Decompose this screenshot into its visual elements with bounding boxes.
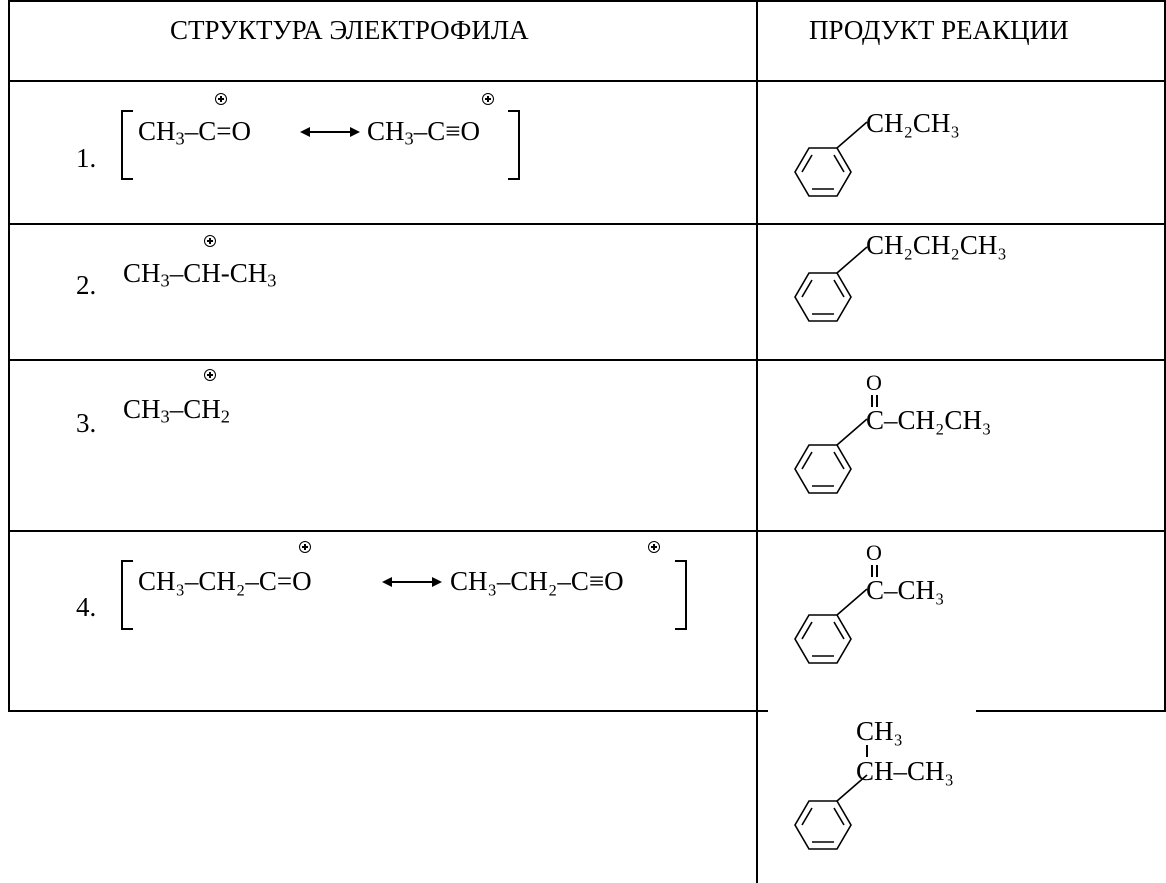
- row-number: 2.: [76, 270, 97, 300]
- row-divider-5b: [976, 710, 1166, 712]
- bracket-right: [675, 560, 687, 630]
- table-column-divider: [756, 0, 758, 883]
- electrophile-formula: CH3–CH-CH3: [123, 258, 277, 291]
- product-substituent: CH₂CH₃: [866, 108, 960, 138]
- row-divider-4: [8, 530, 1166, 532]
- positive-charge-icon: [204, 235, 216, 247]
- electrophile-formula: CH3–C=O: [138, 116, 251, 149]
- bracket-left: [121, 110, 133, 180]
- double-bond-line: [876, 565, 878, 577]
- row-divider-5a: [8, 710, 768, 712]
- product-substituent: C–CH₂CH₃: [866, 405, 992, 435]
- double-bond-line: [876, 395, 878, 407]
- product-top-atom: O: [866, 540, 882, 565]
- benzene-ring-icon: [794, 588, 868, 664]
- row-number: 3.: [76, 408, 97, 438]
- bracket-left: [121, 560, 133, 630]
- row-divider-1: [8, 80, 1166, 82]
- product-top-atom: O: [866, 370, 882, 395]
- positive-charge-icon: [482, 93, 494, 105]
- header-electrophile: СТРУКТУРА ЭЛЕКТРОФИЛА: [170, 15, 529, 45]
- positive-charge-icon: [215, 93, 227, 105]
- row-number: 4.: [76, 592, 97, 622]
- positive-charge-icon: [204, 369, 216, 381]
- electrophile-formula: CH3–CH2: [123, 394, 230, 427]
- benzene-ring-icon: [794, 121, 868, 197]
- benzene-ring-icon: [794, 774, 868, 850]
- double-bond-line: [871, 565, 873, 577]
- electrophile-resonance-formula: CH₃–CH₂–C≡O: [450, 566, 624, 596]
- row-number: 1.: [76, 143, 97, 173]
- table-border-right: [1164, 0, 1166, 712]
- row-divider-3: [8, 359, 1166, 361]
- bracket-right: [508, 110, 520, 180]
- resonance-arrow-icon: [382, 577, 442, 587]
- double-bond-line: [871, 395, 873, 407]
- product-substituent: CH₂CH₂CH₃: [866, 230, 1007, 260]
- positive-charge-icon: [299, 541, 311, 553]
- single-bond-line: [866, 745, 868, 757]
- electrophile-formula: CH₃–CH₂–C=O: [138, 566, 312, 596]
- header-product: ПРОДУКТ РЕАКЦИИ: [809, 15, 1069, 45]
- electrophile-resonance-formula: CH3–C≡O: [367, 116, 480, 149]
- resonance-arrow-icon: [300, 127, 360, 137]
- row-divider-2: [8, 223, 1166, 225]
- table-border-top: [8, 0, 1166, 2]
- product-substituent: CH–CH₃: [856, 756, 954, 786]
- product-substituent: C–CH₃: [866, 575, 945, 605]
- product-top-group: CH₃: [856, 716, 903, 746]
- benzene-ring-icon: [794, 418, 868, 494]
- positive-charge-icon: [648, 541, 660, 553]
- table-border-left: [8, 0, 10, 712]
- benzene-ring-icon: [794, 246, 868, 322]
